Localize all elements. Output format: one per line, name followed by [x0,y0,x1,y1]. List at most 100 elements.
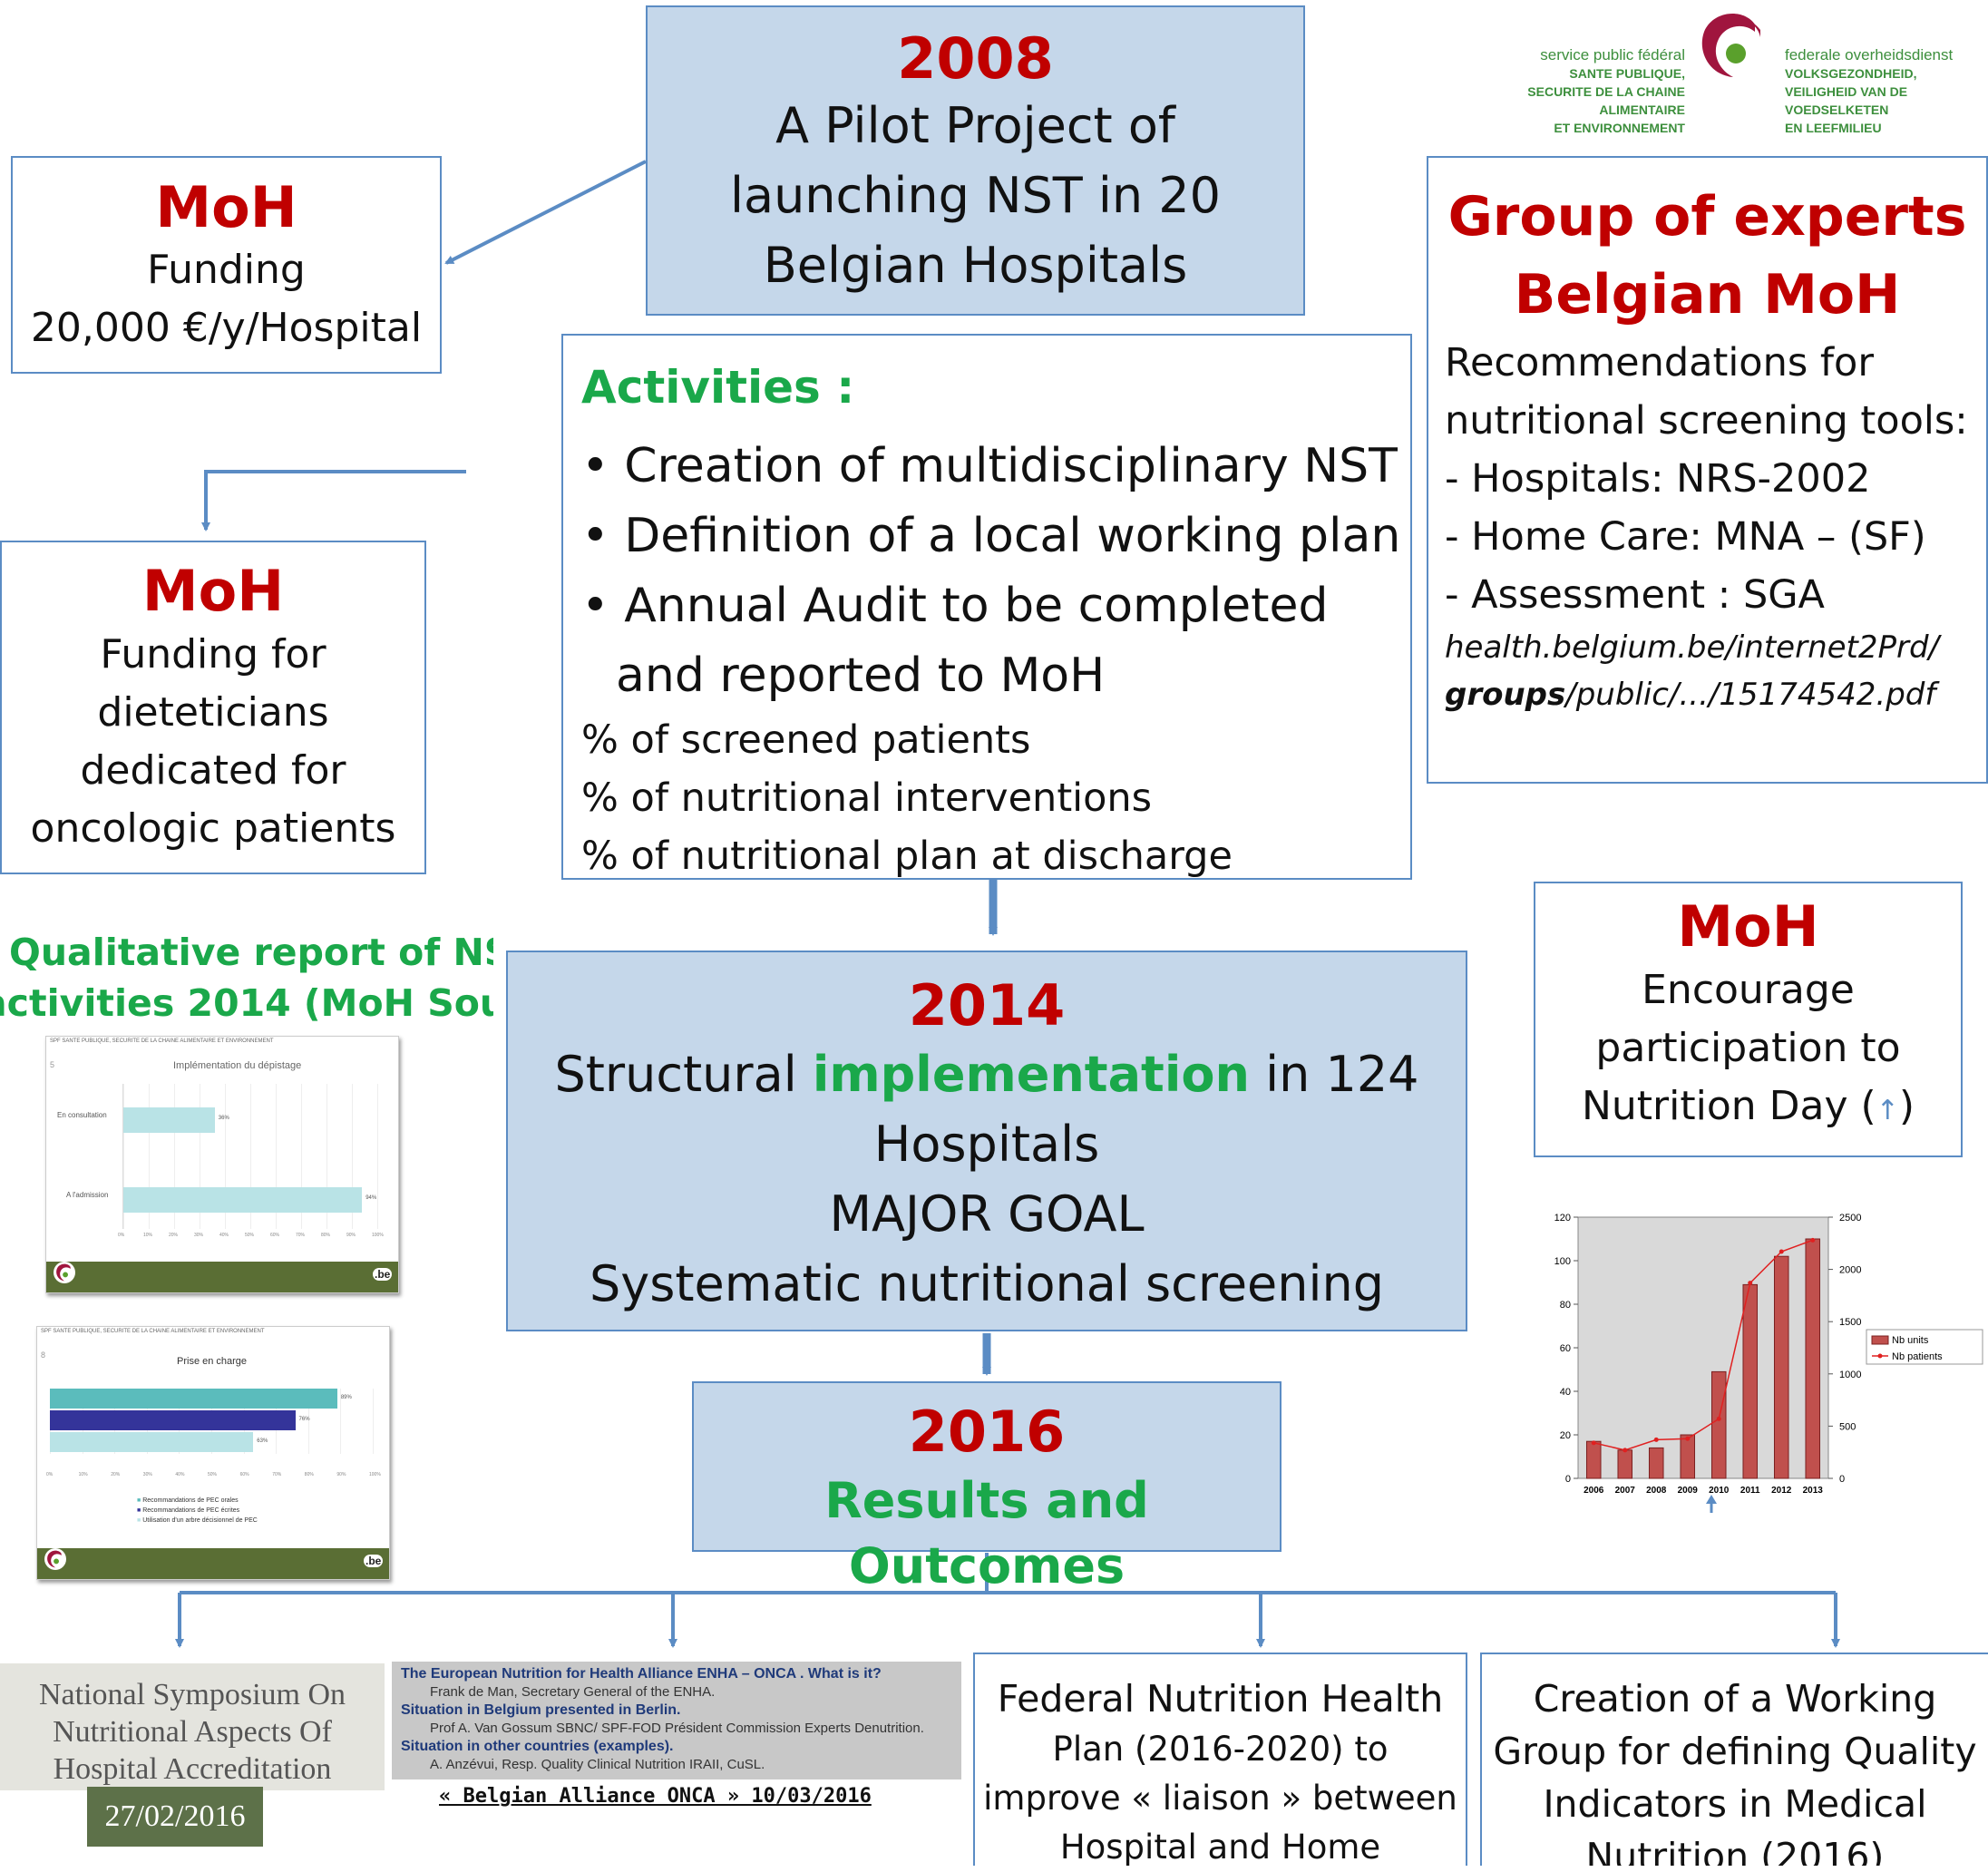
slide1-gridline [301,1084,302,1229]
slide1-xtick-label: 30% [194,1233,204,1238]
logo-fr-line1: service public fédéral [1540,46,1685,63]
moh-dieticians-line3: dedicated for [80,747,346,794]
legend-marker-patients [1877,1353,1883,1359]
slide2-xtick-label: 90% [336,1472,346,1477]
activities-title: Activities [581,361,821,414]
slide1-bar [123,1187,363,1213]
logo-nl-line2: VOLKSGEZONDHEID, [1785,66,1917,81]
chart-point-patients [1591,1440,1596,1446]
chart-point-patients [1685,1436,1691,1441]
up-arrow-icon: ↑ [1876,1095,1899,1126]
slide1-bar-value: 36% [218,1116,229,1121]
chart-ytick-label: 40 [1560,1387,1571,1398]
slide1-header: SPF SANTE PUBLIQUE, SECURITE DE LA CHAIN… [50,1038,274,1044]
slide1-xtick-label: 60% [270,1233,280,1238]
slide2-gridline [307,1389,309,1454]
slide2-bar-value: 89% [340,1395,352,1400]
experts-link-rest: /public/.../15174542.pdf [1565,677,1936,713]
implementation-line1-post: in 124 [1249,1046,1419,1103]
experts-link-bold: groups [1445,677,1566,713]
qualitative-line1: Qualitative report of NST [9,931,493,974]
implementation-year: 2014 [908,972,1066,1038]
activity-bullet-1-text: Creation of multidisciplinary NST [624,439,1398,493]
moh-funding-line2: 20,000 €/y/Hospital [30,305,423,351]
chart-y2tick-label: 1000 [1839,1370,1861,1380]
qualitative-report-heading: Qualitative report of NST activities 201… [0,927,493,1036]
slide1-gridline [174,1084,175,1229]
federal-plan-box: Federal Nutrition Health Plan (2016-2020… [973,1653,1467,1867]
slide1-gridline [149,1084,150,1229]
symposium-line3: Hospital Accreditation [53,1752,332,1786]
chart-bar-units [1742,1283,1759,1479]
chart-y2tick-label: 0 [1839,1474,1845,1485]
slide2-xtick-label: 20% [111,1472,121,1477]
moh-dieticians-line2: dieteticians [97,689,329,736]
slide2-title: Prise en charge [177,1356,248,1367]
slide1-xtick-label: 40% [219,1233,229,1238]
chart-xtick-label: 2007 [1615,1486,1636,1496]
onca-line5: Situation in other countries (examples). [401,1739,674,1754]
slide2-footer-bar [37,1548,389,1579]
moh-nutrition-day-title: MoH [1677,893,1819,960]
slide1-title: Implémentation du dépistage [173,1060,302,1071]
chart-point-patients [1716,1416,1721,1421]
results-box: 2016 Results and Outcomes [692,1381,1281,1594]
moh-funding-line1: Funding [147,247,306,293]
onca-card: The European Nutrition for Health Allian… [392,1662,961,1779]
implementation-line4: Systematic nutritional screening [589,1255,1385,1312]
implementation-line3: MAJOR GOAL [829,1185,1145,1243]
activity-bullet-2: • Definition of a local working plan [581,509,1401,563]
onca-line2: Frank de Man, Secretary General of the E… [430,1684,716,1700]
slide2-xtick-label: 40% [175,1472,185,1477]
slide2-bar [50,1389,337,1409]
experts-title1: Group of experts [1447,185,1967,249]
symposium-date-badge: 27/02/2016 [87,1787,263,1847]
logo-nl-line3: VEILIGHEID VAN DE VOEDSELKETEN [1785,84,1908,117]
slide2-legend-item-1: ■ Recommandations de PEC orales [137,1497,239,1504]
slide1-gridline [123,1084,124,1229]
slide1-gridline [225,1084,226,1229]
implementation-line1-pre: Structural [554,1046,813,1103]
results-title: Results and Outcomes [824,1472,1149,1594]
slide2-gridline [340,1389,342,1454]
chart-ytick-label: 100 [1554,1256,1571,1267]
working-group-line3: Indicators in Medical [1543,1782,1927,1826]
activity-bullet-1: • Creation of multidisciplinary NST [581,439,1398,493]
slide2-xtick-label: 100% [369,1472,381,1477]
slide2-logo-icon [44,1548,66,1570]
experts-link-line1[interactable]: health.belgium.be/internet2Prd/ [1445,629,1940,666]
slide2-bar [50,1432,254,1452]
slide-care-thumbnail: SPF SANTE PUBLIQUE, SECURITE DE LA CHAIN… [36,1326,390,1580]
logo-fr-line2: SANTE PUBLIQUE, [1569,66,1685,81]
working-group-box: Creation of a Working Group for defining… [1480,1653,1988,1866]
chart-ytick-label: 120 [1554,1213,1571,1224]
activities-colon: : [820,361,855,414]
slide2-bar [50,1410,296,1430]
slide1-xtick-label: 20% [169,1233,179,1238]
logo-nl-line1: federale overheidsdienst [1785,46,1954,63]
results-year: 2016 [908,1399,1066,1465]
working-group-line2: Group for defining Quality [1493,1730,1977,1773]
activity-item-2: % of nutritional interventions [581,775,1153,821]
symposium-card: National Symposium On Nutritional Aspect… [0,1663,385,1790]
chart-point-patients [1810,1237,1816,1243]
slide2-number: 8 [41,1350,46,1360]
federal-line4: Hospital and Home [1059,1828,1381,1867]
moh-funding-title: MoH [155,174,297,240]
slide1-gridline [250,1084,251,1229]
chart-bar-units [1710,1370,1727,1479]
experts-link-line2[interactable]: groups/public/.../15174542.pdf [1445,671,1986,718]
experts-box: Group of experts Belgian MoH Recommendat… [1427,156,1988,784]
slide1-be: .be [373,1268,393,1281]
pilot-year: 2008 [897,25,1054,92]
chart-ytick-label: 80 [1560,1300,1571,1311]
onca-line6: A. Anzévui, Resp. Quality Clinical Nutri… [430,1757,765,1772]
slide2-legend-3: Utilisation d'un arbre décisionnel de PE… [142,1517,258,1524]
chart-bar-units [1617,1449,1633,1479]
federal-line2: Plan (2016-2020) to [1052,1730,1389,1769]
slide1-xtick-label: 100% [372,1233,384,1238]
slide2-header: SPF SANTE PUBLIQUE, SECURITE DE LA CHAIN… [41,1329,265,1334]
pilot-project-box: 2008 A Pilot Project of launching NST in… [646,5,1305,316]
pilot-line1: A Pilot Project of [775,97,1175,154]
